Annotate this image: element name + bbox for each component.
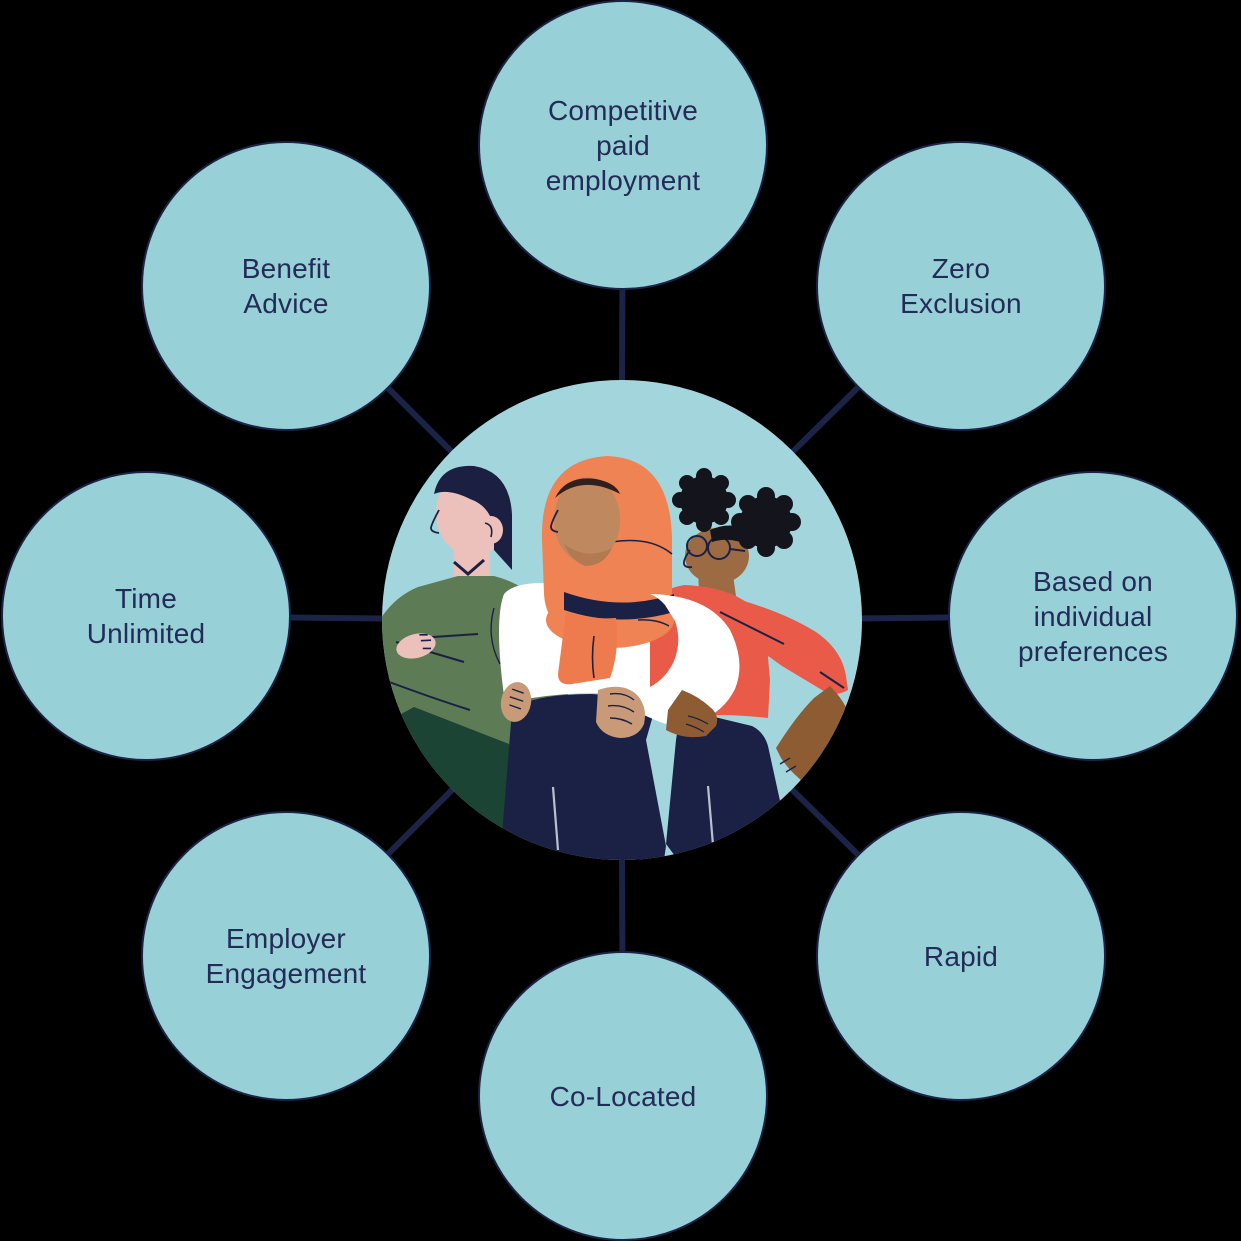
node-rapid: Rapid [816, 811, 1106, 1101]
node-label: Competitive paid employment [545, 94, 701, 196]
node-label: Rapid [923, 940, 999, 972]
node-benefit-advice: Benefit Advice [141, 141, 431, 431]
node-label: Co-Located [549, 1080, 697, 1112]
node-time-unlimited: Time Unlimited [1, 471, 291, 761]
node-based-on-individual-preferences: Based on individual preferences [948, 471, 1238, 761]
node-competitive-paid-employment: Competitive paid employment [478, 0, 768, 290]
node-employer-engagement: Employer Engagement [141, 811, 431, 1101]
node-label: Benefit Advice [241, 253, 331, 319]
center-circle [382, 380, 862, 860]
people-illustration [382, 380, 862, 860]
node-label: Zero Exclusion [900, 253, 1022, 319]
node-zero-exclusion: Zero Exclusion [816, 141, 1106, 431]
node-co-located: Co-Located [478, 951, 768, 1241]
node-label: Employer Engagement [205, 923, 367, 989]
afro-puffs [672, 468, 801, 557]
node-label: Time Unlimited [86, 583, 206, 649]
person-woman-hijab [490, 456, 740, 860]
node-label: Based on individual preferences [1017, 565, 1169, 667]
